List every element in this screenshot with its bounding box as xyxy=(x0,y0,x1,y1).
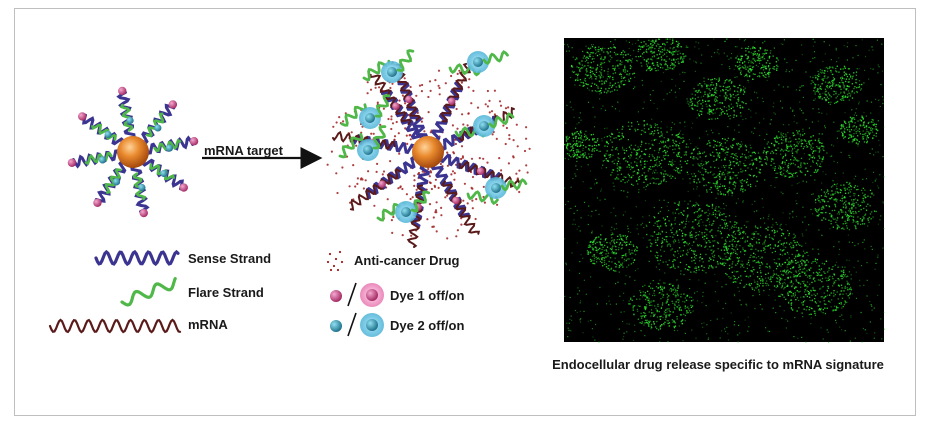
nanoparticle-after xyxy=(332,49,528,248)
legend-mrna-label: mRNA xyxy=(188,317,228,332)
nanoparticle-before xyxy=(67,86,199,218)
legend-drug-label: Anti-cancer Drug xyxy=(354,253,460,268)
legend-dye1-glyph xyxy=(330,282,384,307)
arrow-label: mRNA target xyxy=(204,143,283,158)
legend-sense-strand-label: Sense Strand xyxy=(188,251,272,266)
legend-flare-strand-label: Flare Strand xyxy=(188,285,264,300)
legend-flare-strand-glyph xyxy=(120,277,177,307)
legend-dye2-glyph xyxy=(330,312,384,337)
legend-dye1-label: Dye 1 off/on xyxy=(390,288,465,303)
micrograph-caption: Endocellular drug release specific to mR… xyxy=(552,357,884,372)
fluorescence-micrograph xyxy=(564,38,886,344)
legend-dye2-label: Dye 2 off/on xyxy=(390,318,465,333)
legend-mrna-glyph xyxy=(48,318,182,334)
legend-sense-strand-glyph xyxy=(94,249,180,267)
legend-drug-glyph xyxy=(326,250,344,272)
